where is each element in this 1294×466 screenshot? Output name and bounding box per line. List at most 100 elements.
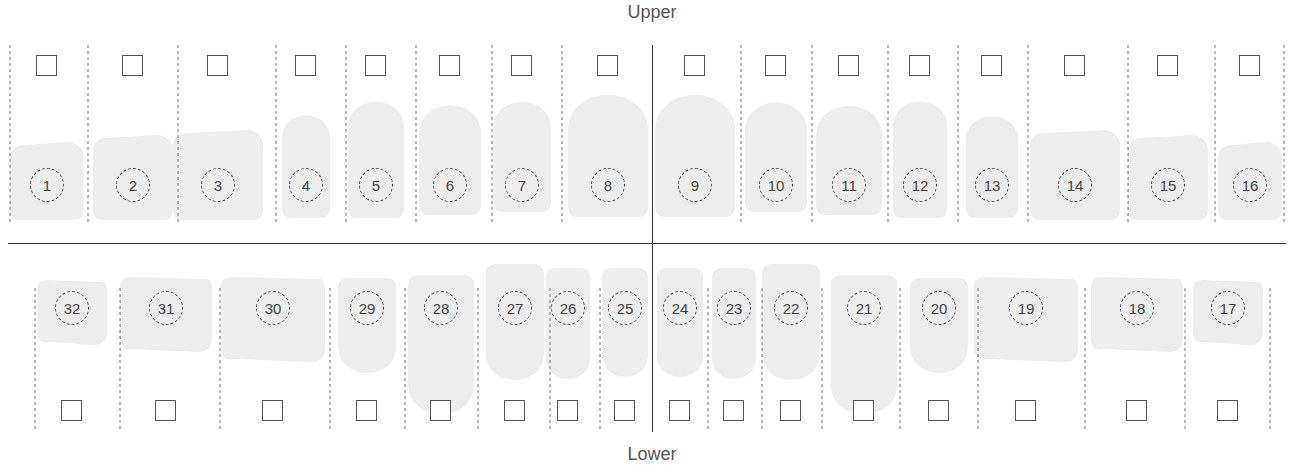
tooth-number-circle: 4 [289,168,323,202]
column-divider [900,288,901,432]
column-divider [88,45,89,222]
column-divider [405,288,406,432]
column-divider [741,45,742,222]
tooth-number: 22 [783,301,800,316]
column-divider [416,45,417,222]
checkbox [854,401,874,421]
column-divider [958,45,959,222]
tooth-shape [1193,280,1263,345]
checkbox [1240,56,1260,76]
tooth-number: 10 [768,178,785,193]
tooth-number-circle: 3 [201,168,235,202]
tooth-number: 23 [726,301,743,316]
column-divider [1284,45,1285,222]
tooth-number: 26 [560,301,577,316]
tooth-number-circle: 22 [774,291,808,325]
tooth-number-circle: 29 [350,291,384,325]
checkbox [263,401,283,421]
tooth-number: 16 [1242,178,1259,193]
tooth-shape [221,277,325,362]
tooth-number: 30 [265,301,282,316]
tooth-shape [1091,277,1183,352]
column-divider [330,288,331,432]
column-divider [178,45,179,222]
checkbox [431,401,451,421]
checkbox [296,56,316,76]
tooth-number: 27 [507,301,524,316]
tooth-number-circle: 16 [1233,168,1267,202]
tooth-number: 9 [691,178,699,193]
checkbox [1065,56,1085,76]
tooth-shape [602,268,648,377]
tooth-shape [893,101,947,218]
tooth-shape [974,277,1078,362]
checkbox [615,401,635,421]
tooth-number: 32 [64,301,81,316]
tooth-number-circle: 23 [717,291,751,325]
tooth-number: 5 [372,178,380,193]
tooth-number: 29 [359,301,376,316]
tooth-number-circle: 6 [433,168,467,202]
checkbox [781,401,801,421]
tooth-number-circle: 26 [551,291,585,325]
jaw-divider [8,243,1286,244]
tooth-shape [568,95,648,217]
tooth-number-circle: 12 [903,168,937,202]
tooth-number-circle: 7 [505,168,539,202]
checkbox [366,56,386,76]
column-divider [1185,288,1186,432]
tooth-number: 21 [856,301,873,316]
column-divider [978,288,979,432]
tooth-shape [173,130,263,220]
tooth-number: 24 [672,301,689,316]
column-divider [492,45,493,222]
checkbox [982,56,1002,76]
tooth-number-circle: 13 [975,168,1009,202]
tooth-number: 7 [518,178,526,193]
column-divider [708,288,709,432]
column-divider [822,288,823,432]
column-divider [346,45,347,222]
tooth-number-circle: 32 [55,291,89,325]
checkbox [37,56,57,76]
tooth-number: 4 [302,178,310,193]
tooth-shape [546,268,590,379]
tooth-number: 1 [43,178,51,193]
tooth-number: 19 [1018,301,1035,316]
tooth-number: 6 [446,178,454,193]
column-divider [600,288,601,432]
tooth-number-circle: 11 [832,168,866,202]
column-divider [10,45,11,222]
tooth-shape [10,142,84,220]
column-divider [562,45,563,222]
tooth-number: 2 [129,178,137,193]
tooth-number: 14 [1067,178,1084,193]
tooth-number: 18 [1129,301,1146,316]
tooth-number-circle: 2 [116,168,150,202]
tooth-shape [1128,135,1208,220]
tooth-shape [408,275,474,414]
checkbox [440,56,460,76]
tooth-shape [282,116,330,218]
tooth-number: 12 [912,178,929,193]
tooth-number-circle: 27 [498,291,532,325]
checkbox [670,401,690,421]
column-divider [276,45,277,222]
checkbox [1158,56,1178,76]
tooth-number: 3 [214,178,222,193]
tooth-shape [486,264,544,380]
tooth-shape [816,106,882,215]
checkbox [512,56,532,76]
tooth-number-circle: 17 [1211,291,1245,325]
column-divider [35,288,36,432]
tooth-number: 31 [158,301,175,316]
tooth-number-circle: 25 [608,291,642,325]
tooth-shape [93,135,173,220]
column-divider [1128,45,1129,222]
tooth-shape [745,103,807,212]
midline [652,45,653,432]
tooth-shape [910,278,968,373]
tooth-shape [37,280,107,345]
jaw-label: Upper [627,3,676,21]
checkbox [208,56,228,76]
